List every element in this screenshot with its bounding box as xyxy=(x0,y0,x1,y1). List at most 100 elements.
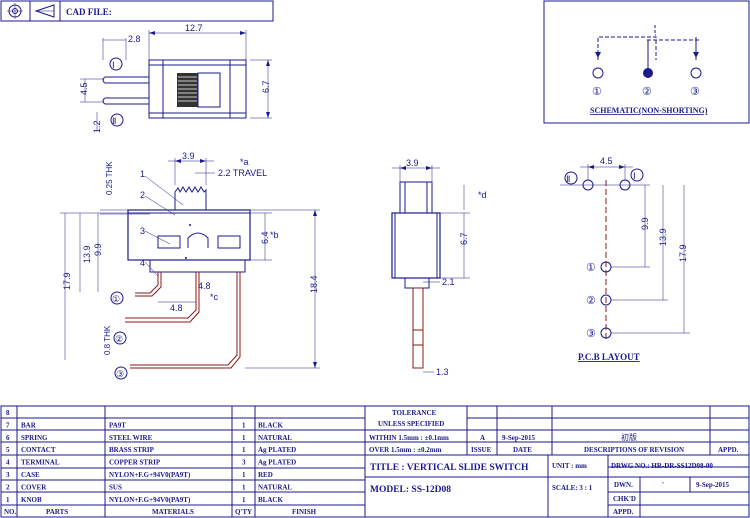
dim-17-9-front: 17.9 xyxy=(62,272,72,290)
dwn-value: ' xyxy=(662,481,664,489)
descriptions-label: DESCRIPTIONS OF REVISION xyxy=(584,446,684,454)
pcb-layout-title: P.C.B LAYOUT xyxy=(578,352,640,362)
parts-header-materials: MATERIALS xyxy=(152,508,194,516)
parts-cell-finish: NATURAL xyxy=(258,434,292,442)
parts-cell-material: PA9T xyxy=(109,421,126,429)
parts-cell-part: CONTACT xyxy=(21,446,56,454)
header-box: CAD FILE: xyxy=(0,0,274,22)
dim-1-2: 1.2 xyxy=(92,120,102,133)
dim-6-7-side: 6.7 xyxy=(459,232,469,245)
parts-cell-finish: NATURAL xyxy=(258,483,292,491)
parts-cell-qty: 1 xyxy=(242,446,246,454)
parts-cell-no: 3 xyxy=(6,471,10,479)
dim-0-8-thk: 0.8 THK xyxy=(103,325,112,355)
parts-cell-no: 7 xyxy=(6,421,10,429)
top-view: 12.7 2.8 4.5 6.7 1.2 Ⅰ xyxy=(79,23,272,133)
title-block: TOLERANCE UNLESS SPECIFIED WITHIN 1.5mm … xyxy=(364,405,750,518)
appd-label: APPD. xyxy=(613,508,634,516)
parts-cell-material: BRASS STRIP xyxy=(109,446,155,454)
star-b: *b xyxy=(270,230,279,240)
parts-cell-part: CASE xyxy=(21,471,40,479)
dim-4-8-bottom: 4.8 xyxy=(170,303,183,313)
parts-cell-qty: 1 xyxy=(242,434,246,442)
dim-12-7: 12.7 xyxy=(185,23,203,33)
dim-9-9-pcb: 9.9 xyxy=(640,217,650,230)
dim-6-7: 6.7 xyxy=(261,80,271,93)
parts-cell-part: KNOB xyxy=(21,496,42,504)
parts-cell-part: TERMINAL xyxy=(21,459,60,467)
marker-top-1: Ⅰ xyxy=(112,60,115,70)
schematic-title: SCHEMATIC(NON-SHORTING) xyxy=(590,106,708,115)
tolerance-label: TOLERANCE xyxy=(392,409,437,417)
projection-symbol-icon xyxy=(7,3,55,19)
date-label: DATE xyxy=(513,446,532,454)
schematic-pin-label-3: ③ xyxy=(690,86,700,98)
issue-label: ISSUE xyxy=(471,446,492,454)
pcb-layout: 4.5 Ⅱ Ⅰ 9.9 13.9 17.9 ① ② ③ P.C.B LAYOUT xyxy=(560,156,690,362)
parts-cell-no: 8 xyxy=(6,409,10,417)
parts-cell-finish: Ag PLATED xyxy=(258,446,296,454)
unless-label: UNLESS SPECIFIED xyxy=(378,420,444,428)
parts-cell-finish: BLACK xyxy=(258,496,283,504)
parts-cell-part: BAR xyxy=(21,421,37,429)
parts-cell-no: 1 xyxy=(6,496,10,504)
dim-3-9-front: 3.9 xyxy=(182,151,195,161)
front-pin-1: ① xyxy=(112,294,120,304)
schematic-pin-3 xyxy=(690,67,702,79)
dim-1-3-side: 1.3 xyxy=(436,367,449,377)
dim-6-4-front: 6.4 xyxy=(260,231,270,244)
dim-4-8-top: 4.8 xyxy=(198,281,211,291)
parts-cell-finish: BLACK xyxy=(258,421,283,429)
parts-cell-material: STEEL WIRE xyxy=(109,434,153,442)
schematic-pin-2 xyxy=(643,68,653,78)
dim-2-1-side: 2.1 xyxy=(442,277,455,287)
star-d: *d xyxy=(478,190,487,200)
pcb-marker-2: Ⅱ xyxy=(566,174,570,184)
parts-cell-material: NYLON+F.G+94V0(PA9T) xyxy=(109,496,191,504)
parts-header-qty: Q'TY xyxy=(235,508,252,516)
parts-cell-material: SUS xyxy=(109,483,122,491)
parts-cell-material: COPPER STRIP xyxy=(109,459,161,467)
parts-cell-no: 6 xyxy=(6,434,10,442)
callout-3: 3 xyxy=(140,226,145,236)
schematic-panel: ① ② ③ SCHEMATIC(NON-SHORTING) xyxy=(543,0,750,124)
dwn-date: 9-Sep-2015 xyxy=(696,481,730,489)
parts-cell-part: COVER xyxy=(21,483,47,491)
parts-cell-no: 4 xyxy=(6,459,10,467)
front-pin-2: ② xyxy=(115,334,123,344)
revision-letter: A xyxy=(480,434,485,442)
star-c: *c xyxy=(210,292,219,302)
dim-9-9-front: 9.9 xyxy=(93,243,103,256)
scale-label: SCALE: 3 : 1 xyxy=(552,484,593,492)
star-a: *a xyxy=(240,157,249,167)
side-view: 3.9 *d 6.7 2.1 1.3 xyxy=(391,158,487,377)
callout-1: 1 xyxy=(140,169,145,179)
front-view: 3.9 *a 2.2 TRAVEL 0.25 THK 1 2 3 4 13.9 xyxy=(60,151,320,380)
drawing-title: TITLE : VERTICAL SLIDE SWITCH xyxy=(370,463,529,473)
dim-4-5-pcb: 4.5 xyxy=(600,156,613,166)
cad-file-label: CAD FILE: xyxy=(66,7,112,17)
model-label: MODEL: SS-12D08 xyxy=(370,485,451,495)
schematic-pin-label-1: ① xyxy=(592,86,602,98)
revision-description: 初版 xyxy=(621,432,637,442)
schematic-pin-1 xyxy=(592,67,604,79)
appd-header-label: APPD. xyxy=(718,446,739,454)
unit-label: UNIT : mm xyxy=(552,462,587,470)
parts-header-no: NO. xyxy=(4,508,17,516)
callout-2: 2 xyxy=(140,190,145,200)
parts-cell-no: 2 xyxy=(6,483,10,491)
dim-0-25-thk: 0.25 THK xyxy=(105,161,114,195)
parts-header-parts: PARTS xyxy=(46,508,68,516)
dim-2-8: 2.8 xyxy=(128,34,141,44)
parts-cell-material: NYLON+F.G+94V0(PA9T) xyxy=(109,471,191,479)
revision-date: 9-Sep-2015 xyxy=(502,434,536,442)
dim-17-9-pcb: 17.9 xyxy=(678,244,688,262)
dim-3-9-side: 3.9 xyxy=(406,158,419,168)
parts-table-header: NO. PARTS MATERIALS Q'TY FINISH xyxy=(4,508,317,516)
chkd-label: CHK'D xyxy=(613,495,636,503)
parts-cell-part: SPRING xyxy=(21,434,48,442)
parts-cell-qty: 1 xyxy=(242,421,246,429)
parts-cell-finish: Ag PLATED xyxy=(258,459,296,467)
